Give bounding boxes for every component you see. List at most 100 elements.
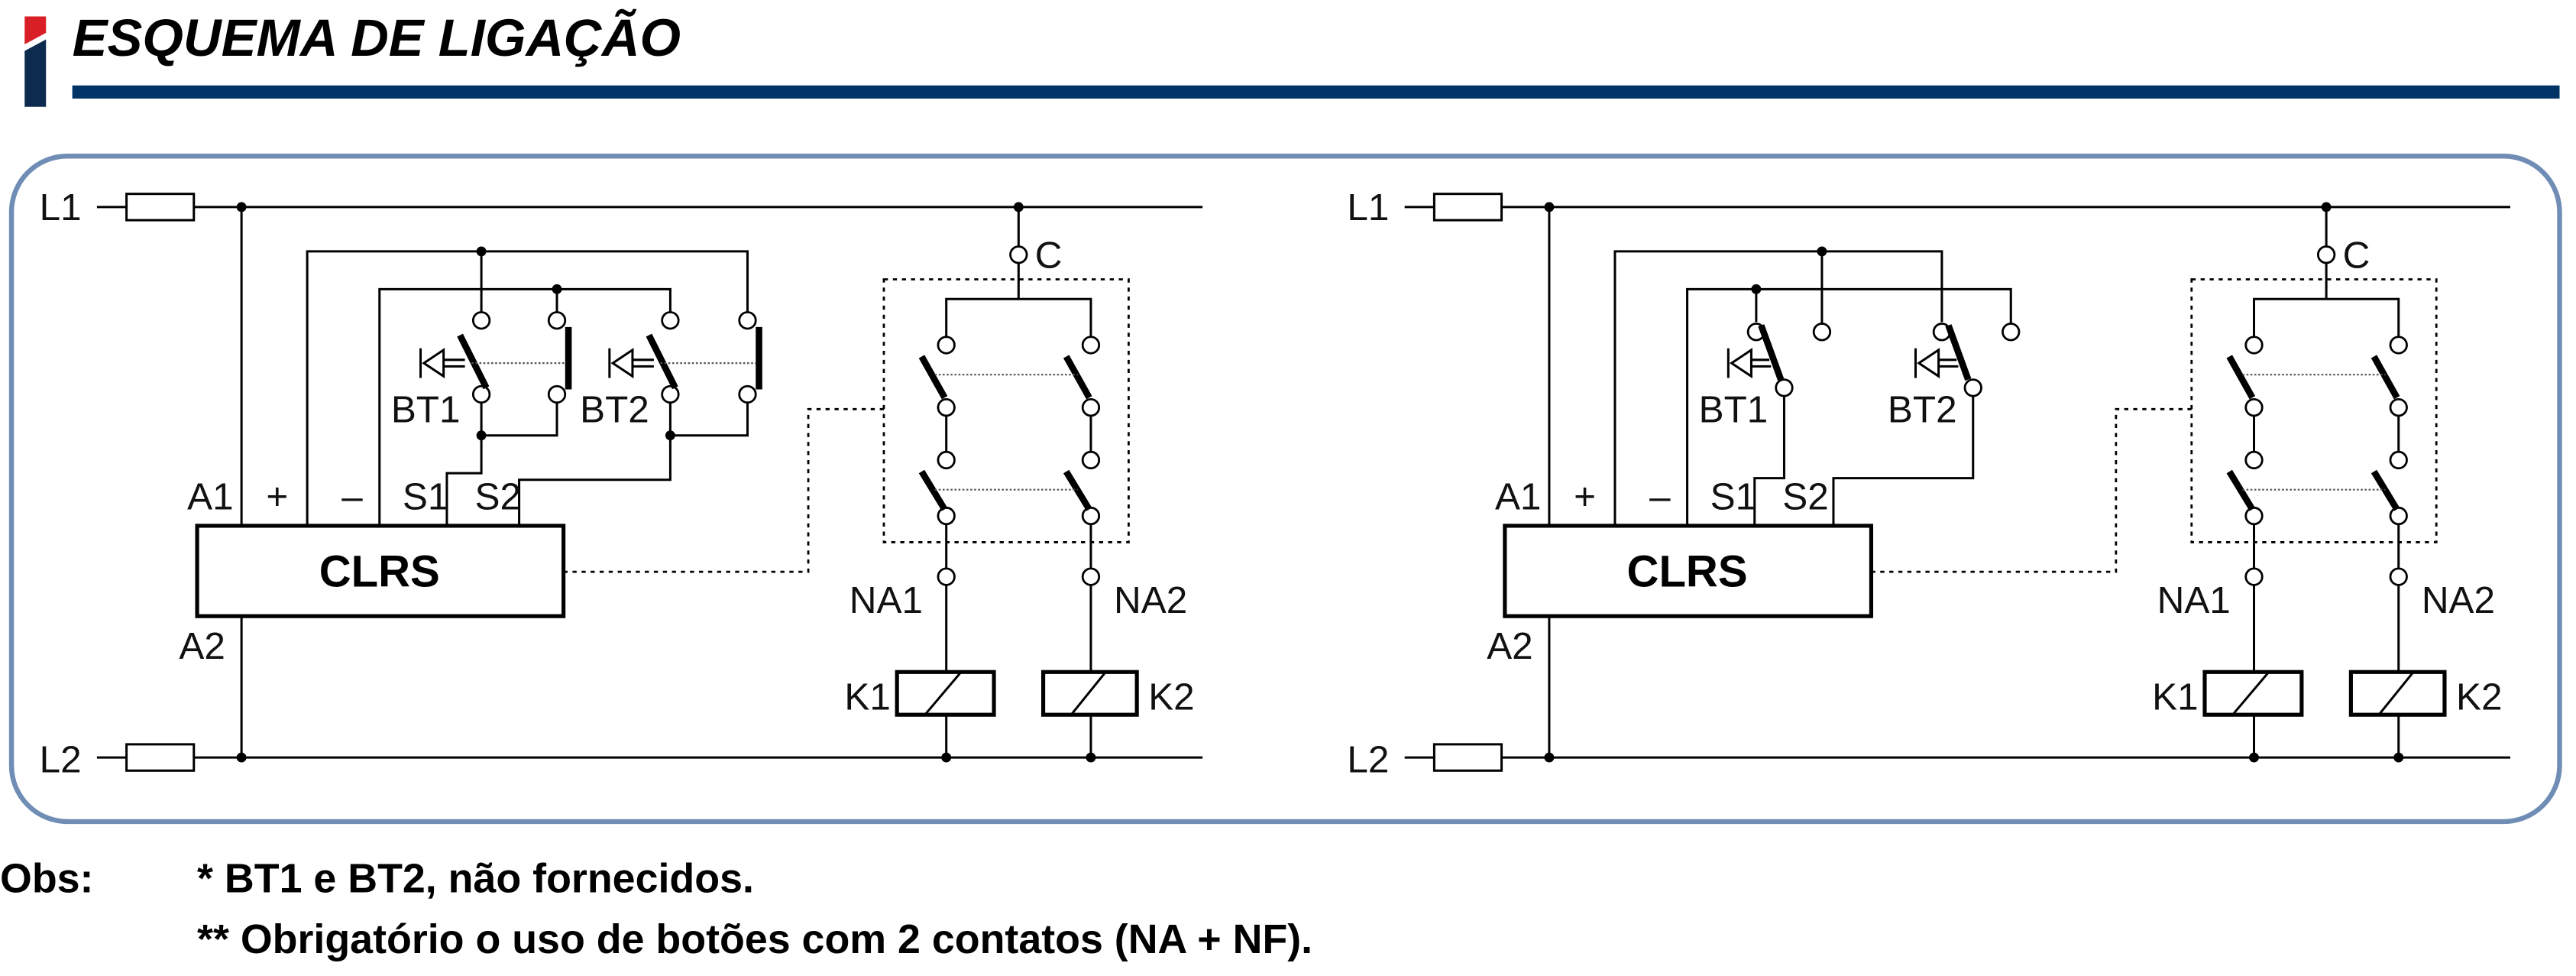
wire-plus [306, 250, 749, 526]
terminal [547, 384, 567, 404]
terminal-na2 [2389, 567, 2408, 586]
device-label: CLRS [1627, 546, 1748, 596]
label-bt2: BT2 [580, 389, 649, 431]
wire-s1 [1753, 396, 1785, 526]
wiring-diagram-left: L1 L2 BT1 [40, 186, 1203, 780]
pushbutton-icon [419, 348, 465, 379]
notes-label: Obs: [0, 855, 93, 901]
wire-common [945, 206, 1092, 337]
note-line: * BT1 e BT2, não fornecidos. [197, 855, 754, 901]
clrs-device [1503, 524, 1874, 618]
wiring-diagram-right: L1 L2 BT1 BT2 [1347, 186, 2510, 780]
terminal [1963, 378, 1982, 397]
terminal-c [1009, 245, 1028, 264]
pushbutton-icon [1727, 348, 1772, 379]
terminal [1775, 378, 1794, 397]
junction-dot [2249, 752, 2259, 763]
label-plus: + [266, 475, 288, 517]
label-bt2: BT2 [1888, 389, 1957, 431]
label-s2: S2 [474, 475, 520, 517]
accent-navy [24, 39, 47, 107]
bt1-contact [1758, 324, 1785, 381]
relay-contact-set [918, 336, 1101, 526]
junction-dot [1544, 202, 1555, 212]
label-l2: L2 [1347, 738, 1389, 780]
label-na2: NA2 [1114, 579, 1187, 621]
terminal [661, 384, 680, 404]
label-a1: A1 [1495, 475, 1541, 517]
label-s2: S2 [1782, 475, 1828, 517]
label-k1: K1 [844, 676, 890, 718]
label-a1: A1 [187, 475, 233, 517]
wire [668, 402, 749, 437]
junction-dot [1544, 752, 1555, 763]
label-k2: K2 [1148, 676, 1194, 718]
label-minus: – [1649, 475, 1671, 517]
relay-link [563, 407, 884, 573]
terminal [547, 311, 567, 330]
pushbutton-icon [608, 348, 654, 379]
label-s1: S1 [403, 475, 448, 517]
wire-minus [1686, 287, 2012, 526]
junction-dot [941, 752, 952, 763]
wire-s2 [1832, 396, 1975, 526]
page-title: ESQUEMA DE LIGAÇÃO [73, 8, 681, 67]
note-line: ** Obrigatório o uso de botões com 2 con… [197, 916, 1312, 962]
bt2-no-contact [646, 333, 678, 390]
terminal [1812, 323, 1832, 342]
label-minus: – [341, 475, 363, 517]
terminal-na1 [2244, 567, 2264, 586]
label-bt1: BT1 [1699, 389, 1769, 431]
label-c: C [1035, 234, 1063, 276]
wire [480, 402, 558, 437]
terminal [2002, 323, 2021, 342]
fuse-l1 [1432, 193, 1503, 222]
pushbutton-icon [1914, 348, 1959, 379]
relay-link [1871, 407, 2192, 573]
title-rule [72, 85, 2560, 99]
notes: Obs: * BT1 e BT2, não fornecidos. ** Obr… [0, 855, 1312, 962]
wire-minus [378, 287, 672, 526]
label-c: C [2343, 234, 2371, 276]
wire-plus [1613, 250, 1943, 526]
label-a2: A2 [179, 625, 225, 667]
label-l1: L1 [1347, 186, 1389, 229]
clrs-device [195, 524, 566, 618]
section-marker-icon [24, 16, 47, 107]
relay-contact-set [2226, 336, 2408, 526]
fuse-l1 [125, 193, 196, 222]
diagram-frame [8, 154, 2562, 825]
label-a2: A2 [1487, 625, 1532, 667]
accent-red [24, 16, 47, 45]
bt2-contact [1945, 324, 1972, 381]
coil-k1 [895, 670, 996, 717]
fuse-l2 [125, 743, 196, 772]
terminal [738, 384, 757, 404]
junction-dot [236, 202, 247, 212]
label-plus: + [1574, 475, 1596, 517]
junction-dot [1086, 752, 1096, 763]
label-na1: NA1 [849, 579, 923, 621]
terminal [738, 311, 757, 330]
junction-dot [236, 752, 247, 763]
terminal [471, 311, 491, 330]
coil-k2 [2348, 670, 2447, 717]
label-s1: S1 [1710, 475, 1756, 517]
junction-dot [2393, 752, 2404, 763]
wire-s1 [445, 435, 483, 526]
terminal-na2 [1081, 567, 1101, 586]
bt1-no-contact [457, 333, 490, 390]
page-header: ESQUEMA DE LIGAÇÃO [24, 8, 2560, 107]
terminal-na1 [937, 567, 956, 586]
device-label: CLRS [319, 546, 440, 596]
terminal [661, 311, 680, 330]
label-na1: NA1 [2157, 579, 2231, 621]
terminal [471, 384, 491, 404]
wire-s2 [518, 435, 672, 526]
fuse-l2 [1432, 743, 1503, 772]
coil-k1 [2202, 670, 2304, 717]
label-l2: L2 [40, 738, 82, 780]
coil-k2 [1040, 670, 1139, 717]
label-k2: K2 [2456, 676, 2502, 718]
